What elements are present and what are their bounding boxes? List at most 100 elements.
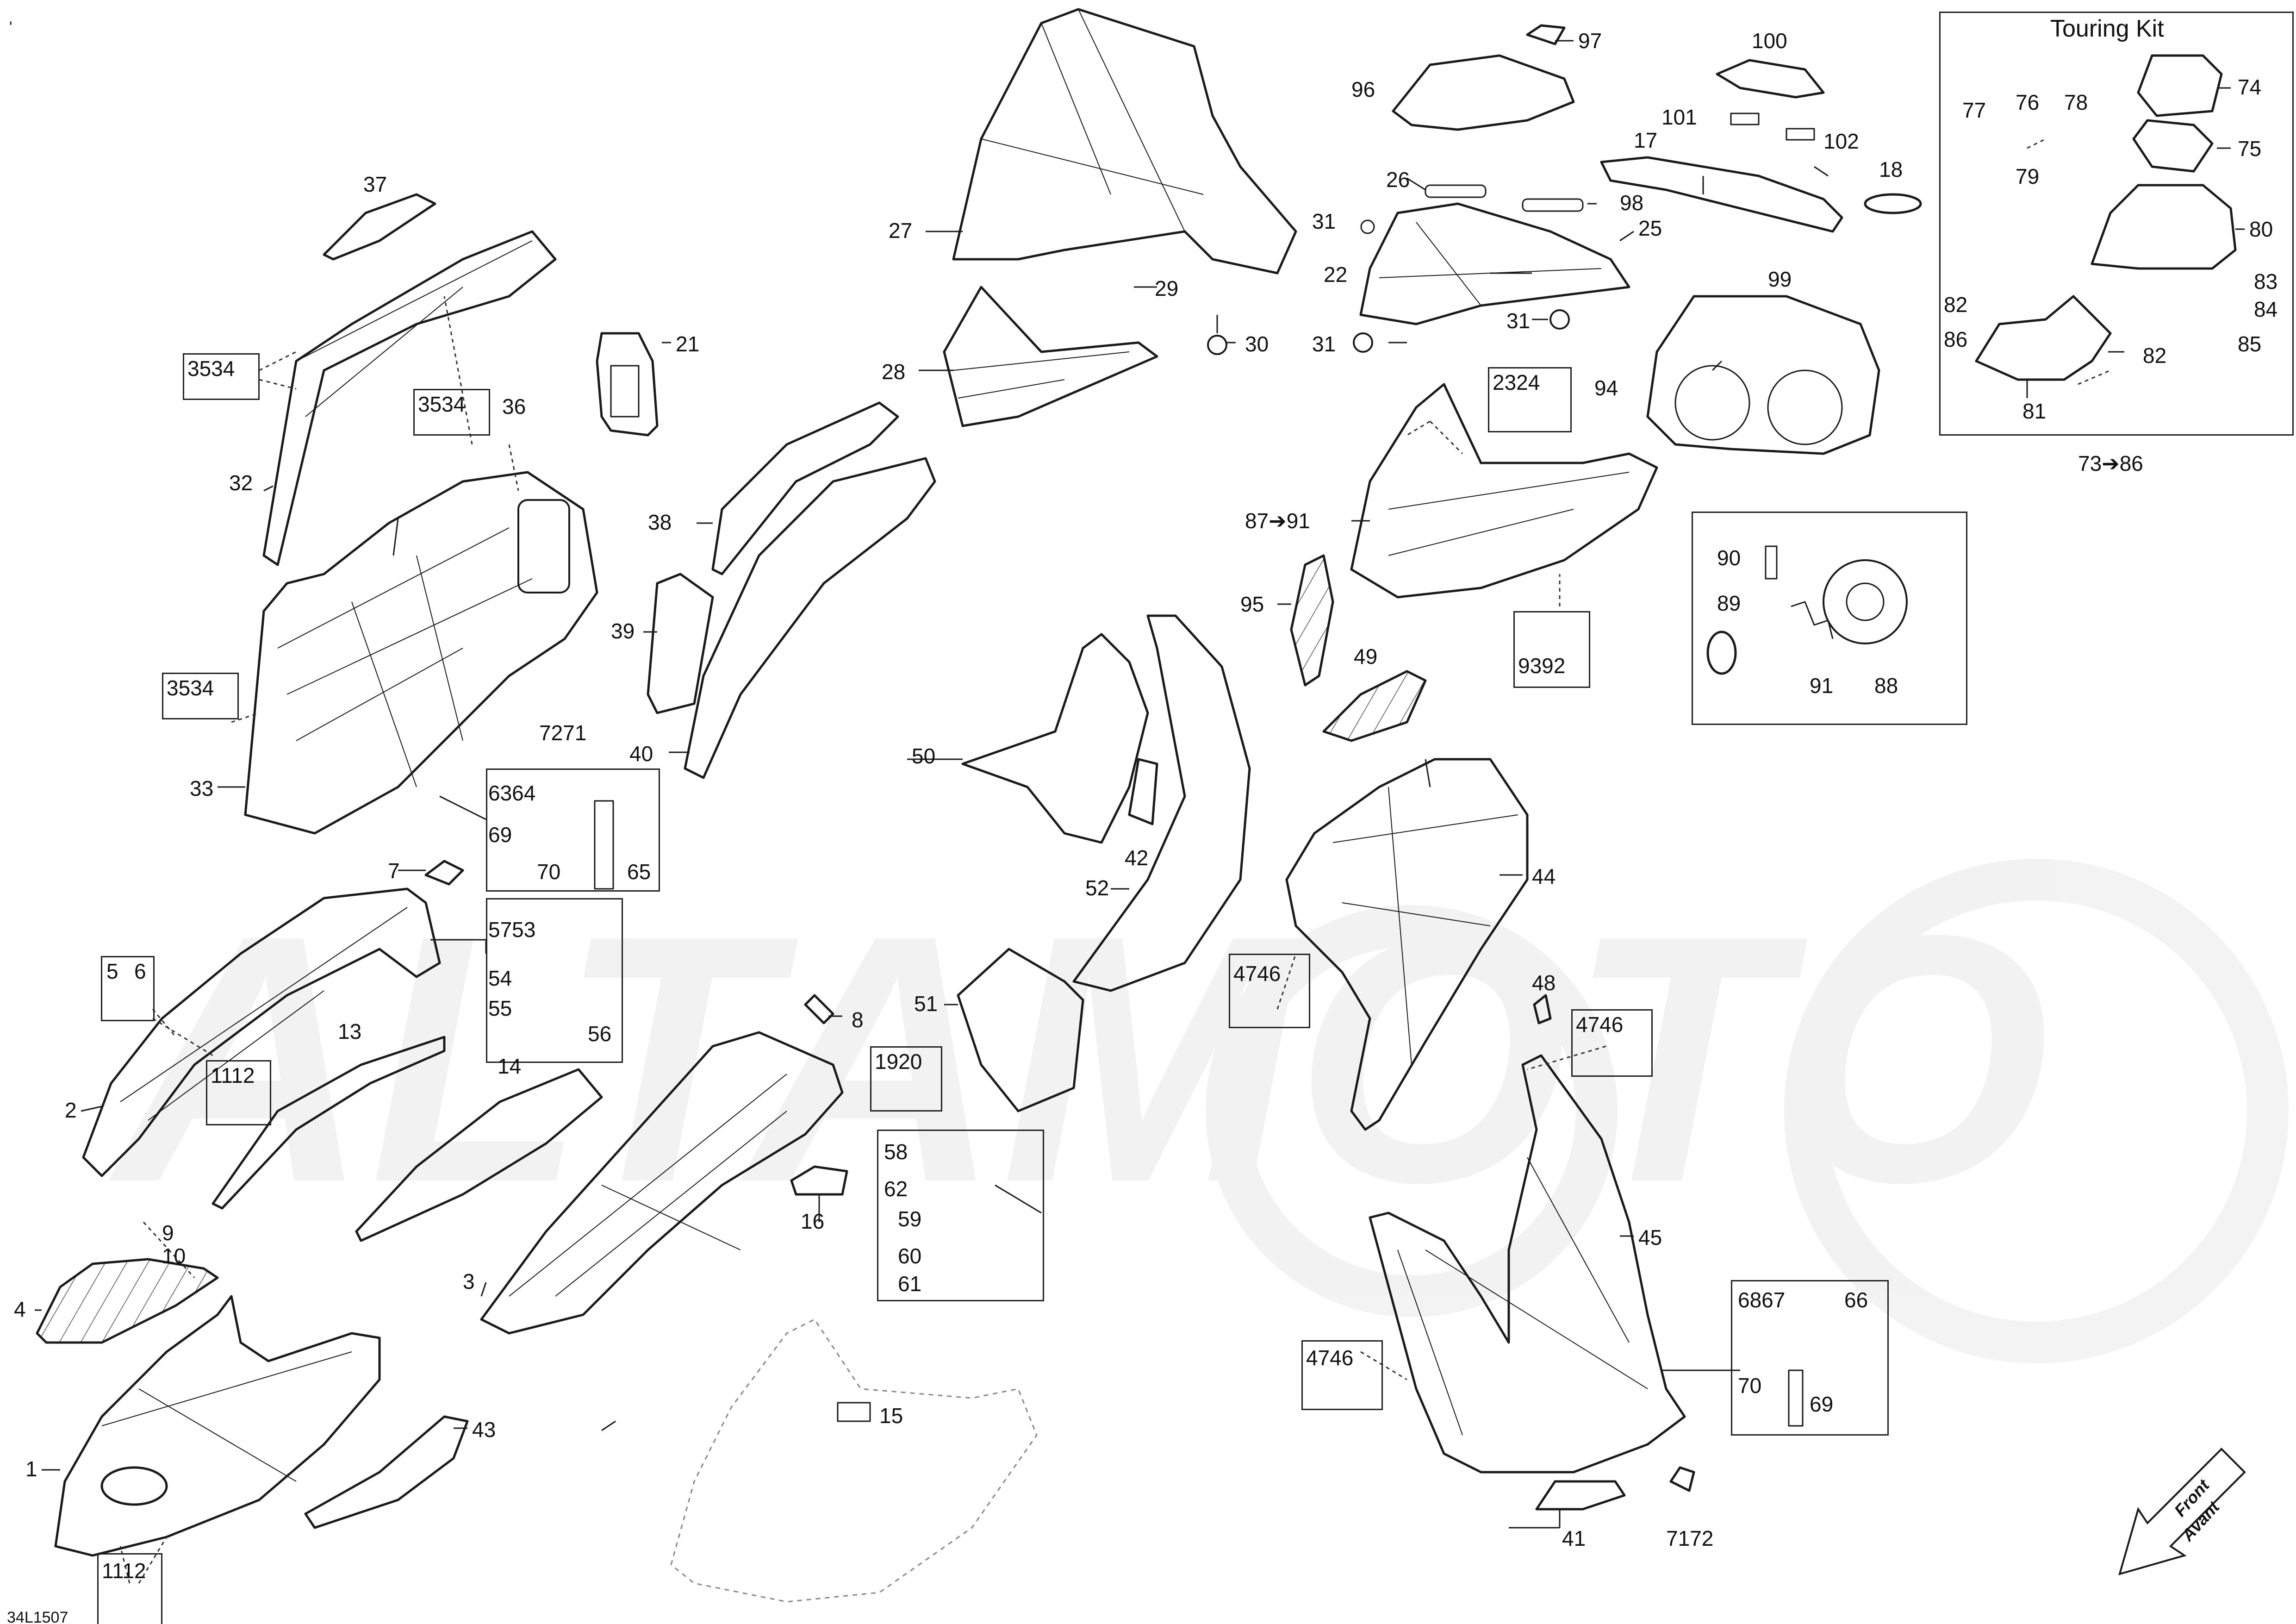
label-82-a: 82 [1944, 293, 1968, 317]
part-mirror-glass-74 [2137, 54, 2223, 117]
label-87-91: 87➔91 [1245, 509, 1310, 533]
part-mirror-stem-81 [1975, 295, 2112, 381]
part-41 [1535, 1480, 1626, 1511]
front-direction-arrow [2118, 1448, 2246, 1575]
label-16: 16 [801, 1209, 825, 1233]
part-21 [596, 332, 659, 437]
label-28: 28 [882, 360, 906, 384]
label-47-46-c: 4746 [1306, 1346, 1354, 1370]
part-windshield [952, 8, 1297, 275]
box-11-12-a [206, 1060, 271, 1125]
label-49: 49 [1354, 644, 1378, 668]
part-49 [1322, 670, 1427, 742]
label-30: 30 [1245, 332, 1269, 356]
box-23-24 [1488, 367, 1572, 432]
part-16 [790, 1165, 848, 1196]
box-93-92 [1513, 611, 1590, 688]
touring-kit-box [1939, 12, 2294, 436]
label-25: 25 [1638, 216, 1662, 240]
label-100: 100 [1752, 29, 1787, 53]
grommet-31a [1360, 219, 1375, 234]
grommet-31b [1353, 332, 1373, 353]
label-47-46-b: 4746 [1576, 1012, 1624, 1037]
label-99: 99 [1768, 267, 1792, 291]
label-5: 5 [106, 959, 118, 983]
box-35-34-b [413, 389, 490, 436]
label-68-67: 6867 [1738, 1288, 1786, 1312]
label-51: 51 [914, 992, 938, 1016]
part-mirror-80 [2091, 184, 2237, 270]
part-nose-cover-1 [54, 1295, 381, 1557]
part-grille-4 [36, 1258, 219, 1344]
part-mirror-base-75 [2132, 119, 2214, 173]
label-72-71: 7271 [539, 721, 587, 745]
label-4: 4 [14, 1297, 26, 1321]
label-61: 61 [898, 1272, 922, 1296]
part-17 [1600, 156, 1843, 233]
box-53-57 [486, 898, 623, 1063]
label-60: 60 [898, 1244, 922, 1268]
label-78: 78 [2064, 90, 2088, 114]
part-headlight-support-22 [1359, 202, 1630, 325]
part-98 [1522, 198, 1584, 212]
label-86: 86 [1944, 327, 1968, 351]
label-13: 13 [338, 1019, 362, 1043]
label-56: 56 [588, 1022, 612, 1046]
label-96: 96 [1351, 77, 1375, 101]
part-90 [1765, 545, 1778, 580]
label-31-c: 31 [1506, 309, 1531, 333]
label-79: 79 [2016, 164, 2040, 188]
part-front-fender-2 [82, 887, 441, 1177]
part-42 [1128, 758, 1158, 825]
label-98: 98 [1620, 191, 1644, 215]
label-85: 85 [2238, 332, 2262, 356]
box-68-66 [1731, 1280, 1889, 1436]
label-82-b: 82 [2143, 344, 2167, 368]
part-37 [323, 193, 436, 261]
label-94: 94 [1594, 376, 1618, 400]
part-39 [647, 573, 714, 714]
part-14 [355, 1068, 603, 1242]
part-96 [1392, 54, 1575, 131]
label-77: 77 [1962, 98, 1986, 122]
label-57-53: 5753 [488, 918, 536, 942]
label-90: 90 [1717, 546, 1741, 570]
corner-mark: ' [9, 19, 12, 36]
part-38 [711, 401, 899, 575]
part-95 [1290, 554, 1334, 687]
box-19-20 [870, 1046, 942, 1112]
label-31-a: 31 [1312, 209, 1336, 233]
label-32: 32 [229, 471, 253, 495]
label-22: 22 [1324, 262, 1348, 287]
label-44: 44 [1532, 864, 1556, 888]
label-69-a: 69 [488, 823, 512, 847]
part-bulb-89 [1706, 631, 1737, 675]
label-83: 83 [2254, 269, 2278, 294]
part-71 [1669, 1466, 1695, 1492]
label-26: 26 [1386, 168, 1410, 192]
part-50 [961, 633, 1149, 844]
grommet-31c [1549, 309, 1570, 330]
label-11-12-b: 1112 [102, 1559, 146, 1583]
label-66: 66 [1844, 1288, 1868, 1312]
box-58-62 [877, 1130, 1044, 1301]
part-97 [1526, 24, 1566, 45]
label-89: 89 [1717, 591, 1741, 615]
label-40: 40 [629, 742, 653, 766]
label-75: 75 [2238, 137, 2262, 161]
label-35-34-b: 3534 [418, 392, 466, 416]
label-58: 58 [884, 1140, 908, 1164]
drawing-code: 34L1507 [7, 1609, 68, 1624]
label-14: 14 [498, 1054, 522, 1078]
label-36: 36 [502, 394, 526, 418]
part-side-fairing-3 [480, 1031, 844, 1335]
label-1: 1 [25, 1457, 37, 1481]
part-inner-panel-33 [244, 471, 598, 835]
label-48: 48 [1532, 971, 1556, 995]
label-47-46-a: 4746 [1233, 962, 1281, 986]
label-33: 33 [190, 776, 214, 800]
label-45: 45 [1638, 1225, 1662, 1249]
part-7 [424, 860, 464, 886]
label-54: 54 [488, 966, 512, 990]
